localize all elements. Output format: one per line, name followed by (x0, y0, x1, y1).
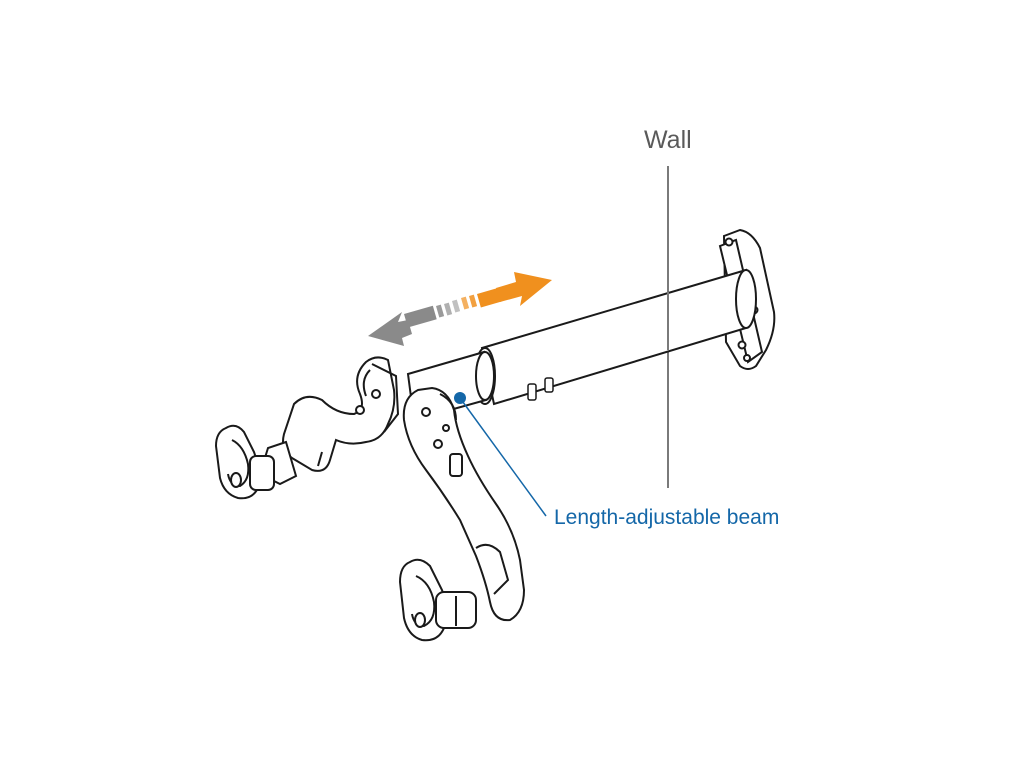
beam-label: Length-adjustable beam (554, 506, 780, 529)
adjustment-arrow (368, 272, 552, 346)
beam-marker-dot (454, 392, 466, 404)
arrow-head-right (496, 272, 552, 306)
right-hook (398, 558, 477, 642)
wall-label: Wall (644, 126, 692, 154)
arrow-head-left (368, 312, 412, 346)
beam-leader-line (459, 397, 547, 517)
right-arm (402, 386, 526, 622)
left-arm (258, 356, 400, 486)
left-hook (214, 424, 275, 500)
tube-screws (527, 377, 554, 401)
